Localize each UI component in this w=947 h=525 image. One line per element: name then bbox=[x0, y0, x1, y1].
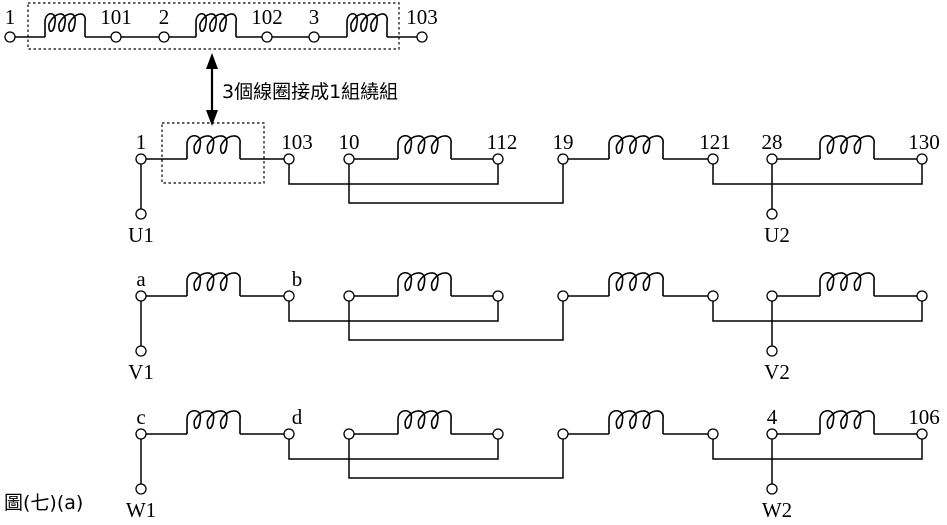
series-terminal-label: 3 bbox=[309, 5, 320, 29]
phase-v-terminal bbox=[283, 290, 295, 302]
phase-w-coil-group-2 bbox=[397, 409, 452, 434]
phase-w-terminal bbox=[283, 428, 295, 440]
series-terminal bbox=[308, 31, 320, 43]
wires-layer bbox=[10, 2, 923, 489]
phase-w-label-g1-end: d bbox=[292, 405, 303, 429]
phase-v-coil-group-4 bbox=[819, 271, 875, 296]
terminals-layer bbox=[4, 31, 928, 495]
series-terminal-label: 103 bbox=[406, 5, 438, 29]
phase-w-terminal bbox=[492, 428, 504, 440]
phase-v-coil-group-2 bbox=[397, 271, 452, 296]
phase-u-coil-group-3 bbox=[608, 134, 664, 159]
phase-w-terminal bbox=[557, 428, 569, 440]
u-group-1-outline bbox=[161, 122, 265, 184]
series-terminal-label: 101 bbox=[100, 5, 132, 29]
phase-w-coil-group-1 bbox=[186, 409, 241, 434]
phase-u-jumper-1-2 bbox=[288, 159, 499, 185]
phase-u-end-terminal bbox=[766, 208, 778, 220]
phase-v-terminal bbox=[766, 290, 778, 302]
phase-w-start-terminal bbox=[135, 483, 147, 495]
phase-v-jumper-1-2 bbox=[288, 296, 499, 322]
series-group-outline bbox=[27, 2, 400, 50]
coils-layer bbox=[44, 12, 875, 434]
phase-v-label-g1-start: a bbox=[136, 267, 146, 291]
arrow-head-down bbox=[206, 110, 218, 126]
series-terminal-label: 1 bbox=[5, 5, 16, 29]
phase-w-terminal bbox=[766, 428, 778, 440]
phase-u-label-g2-end: 112 bbox=[487, 130, 518, 154]
phase-u-jumper-2-3 bbox=[348, 159, 564, 204]
phase-u-label-g2-start: 10 bbox=[339, 130, 360, 154]
series-terminal bbox=[110, 31, 122, 43]
phase-u-start-terminal bbox=[135, 208, 147, 220]
phase-u-start-label: U1 bbox=[128, 223, 154, 247]
phase-u-terminal bbox=[557, 153, 569, 165]
phase-w-terminal bbox=[135, 428, 147, 440]
phase-v-terminal bbox=[557, 290, 569, 302]
phase-u-terminal bbox=[766, 153, 778, 165]
phase-w-coil-group-3 bbox=[608, 409, 664, 434]
phase-v-terminal bbox=[135, 290, 147, 302]
phase-u-label-g3-start: 19 bbox=[553, 130, 574, 154]
figure-caption: 圖(七)(a) bbox=[4, 492, 83, 514]
phase-u-coil-group-1 bbox=[186, 134, 241, 159]
phase-u-coil-group-2 bbox=[397, 134, 452, 159]
series-terminal bbox=[158, 31, 170, 43]
phase-u-terminal bbox=[343, 153, 355, 165]
phase-u-label-g3-end: 121 bbox=[699, 130, 731, 154]
series-terminal bbox=[4, 31, 16, 43]
phase-u-terminal bbox=[492, 153, 504, 165]
phase-v-label-g1-end: b bbox=[292, 267, 303, 291]
phase-u-label-g4-start: 28 bbox=[762, 130, 783, 154]
phase-w-label-g4-end: 106 bbox=[908, 405, 940, 429]
phase-u-end-label: U2 bbox=[764, 223, 790, 247]
phase-u-label-g1-end: 103 bbox=[281, 130, 313, 154]
series-terminal bbox=[261, 31, 273, 43]
phase-u-label-g1-start: 1 bbox=[136, 130, 147, 154]
phase-w-coil-group-4 bbox=[819, 409, 875, 434]
series-annotation: 3個線圈接成1組繞組 bbox=[222, 81, 398, 103]
phase-w-end-label: W2 bbox=[762, 498, 792, 522]
phase-w-label-g1-start: c bbox=[136, 405, 145, 429]
phase-v-terminal bbox=[343, 290, 355, 302]
phase-v-coil-group-3 bbox=[608, 271, 664, 296]
series-terminal-label: 102 bbox=[251, 5, 283, 29]
phase-v-end-terminal bbox=[766, 345, 778, 357]
phase-v-jumper-2-3 bbox=[348, 296, 564, 341]
series-terminal bbox=[416, 31, 428, 43]
series-terminal-label: 2 bbox=[159, 5, 170, 29]
phase-u-terminal bbox=[707, 153, 719, 165]
phase-w-end-terminal bbox=[766, 483, 778, 495]
phase-v-end-label: V2 bbox=[764, 360, 790, 384]
phase-w-start-label: W1 bbox=[126, 498, 156, 522]
phase-w-jumper-3-4 bbox=[712, 434, 923, 460]
phase-v-terminal bbox=[492, 290, 504, 302]
phase-w-terminal bbox=[343, 428, 355, 440]
phase-u-terminal bbox=[135, 153, 147, 165]
phase-u-terminal bbox=[283, 153, 295, 165]
phase-w-terminal bbox=[916, 428, 928, 440]
phase-w-jumper-1-2 bbox=[288, 434, 499, 460]
phase-u-label-g4-end: 130 bbox=[908, 130, 940, 154]
phase-v-start-label: V1 bbox=[128, 360, 154, 384]
phase-w-jumper-2-3 bbox=[348, 434, 564, 479]
series-coil-1 bbox=[44, 12, 86, 37]
series-coil-3 bbox=[346, 12, 388, 37]
phase-v-coil-group-1 bbox=[186, 271, 241, 296]
phase-u-coil-group-4 bbox=[819, 134, 875, 159]
phase-v-terminal bbox=[707, 290, 719, 302]
phase-v-terminal bbox=[916, 290, 928, 302]
arrow-head-up bbox=[206, 53, 218, 69]
phase-v-jumper-3-4 bbox=[712, 296, 923, 322]
phase-v-start-terminal bbox=[135, 345, 147, 357]
phase-w-terminal bbox=[707, 428, 719, 440]
phase-w-label-g4-start: 4 bbox=[767, 405, 778, 429]
series-coil-2 bbox=[195, 12, 237, 37]
phase-u-jumper-3-4 bbox=[712, 159, 923, 185]
phase-u-terminal bbox=[916, 153, 928, 165]
